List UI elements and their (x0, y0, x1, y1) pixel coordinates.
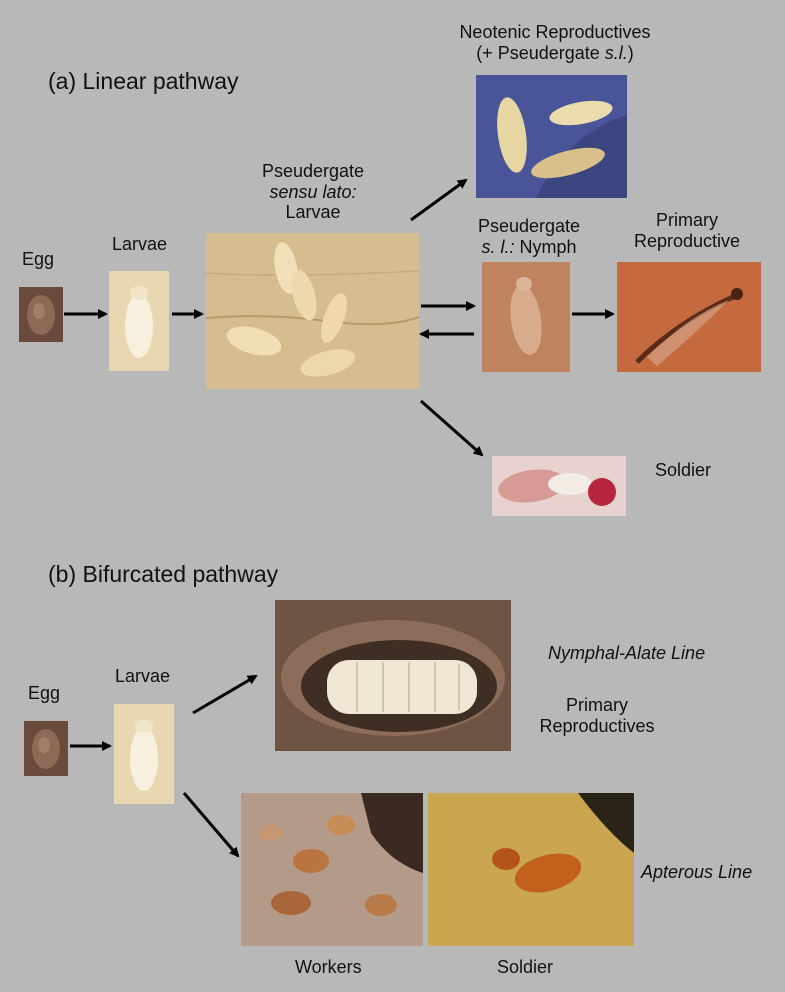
nymph-line2: s. l.: Nymph (481, 236, 577, 257)
egg-photo-b (24, 721, 68, 776)
larvae-label-b: Larvae (115, 666, 171, 686)
arrow-pseudergate-to-neotenic (410, 178, 468, 222)
nymph-line1: Pseudergate (477, 216, 581, 236)
larvae-photo-b (114, 704, 174, 804)
soldier-photo-a (492, 456, 626, 516)
soldier-label-a: Soldier (655, 460, 712, 480)
neotenic-line2: (+ Pseudergate s.l.) (476, 42, 634, 63)
nymph-label: Pseudergate s. l.: Nymph (464, 216, 594, 257)
pseudergate-larvae-line1: Pseudergate (261, 161, 365, 181)
workers-photo (241, 793, 423, 946)
larvae-label-a: Larvae (112, 234, 168, 254)
arrow-larvae-to-apterous-line (182, 792, 240, 858)
primary-a-line1: Primary (656, 210, 718, 230)
primary-reproductive-photo (617, 262, 761, 372)
larvae-photo-a (109, 271, 169, 371)
primary-b-line2: Reproductives (539, 715, 655, 736)
pseudergate-larvae-line3: Larvae (285, 202, 341, 223)
neotenic-label: Neotenic Reproductives (+ Pseudergate s.… (430, 22, 680, 63)
soldier-label-b: Soldier (497, 957, 554, 977)
egg-label-a: Egg (22, 249, 55, 269)
neotenic-photo (476, 75, 627, 198)
primary-label-a: Primary Reproductive (612, 210, 762, 251)
queen-photo (275, 600, 511, 751)
primary-label-b: Primary Reproductives (522, 695, 672, 736)
pseudergate-larvae-label: Pseudergate sensu lato: Larvae (218, 161, 408, 223)
pseudergate-larvae-photo (206, 233, 419, 389)
neotenic-line1: Neotenic Reproductives (459, 22, 651, 42)
arrow-larvae-to-nymphal-line (192, 674, 258, 715)
section-b-title: (b) Bifurcated pathway (48, 561, 279, 587)
nymphal-alate-line-label: Nymphal-Alate Line (548, 643, 706, 663)
section-a-title: (a) Linear pathway (48, 68, 239, 94)
egg-label-b: Egg (28, 683, 61, 703)
egg-photo-a (19, 287, 63, 342)
primary-a-line2: Reproductive (633, 230, 741, 251)
workers-label: Workers (295, 957, 362, 977)
arrow-pseudergate-to-soldier (420, 399, 484, 457)
soldier-photo-b (428, 793, 634, 946)
apterous-line-label: Apterous Line (641, 862, 753, 882)
nymph-photo (482, 262, 570, 372)
primary-b-line1: Primary (566, 695, 628, 715)
pseudergate-larvae-line2: sensu lato: (269, 181, 357, 202)
